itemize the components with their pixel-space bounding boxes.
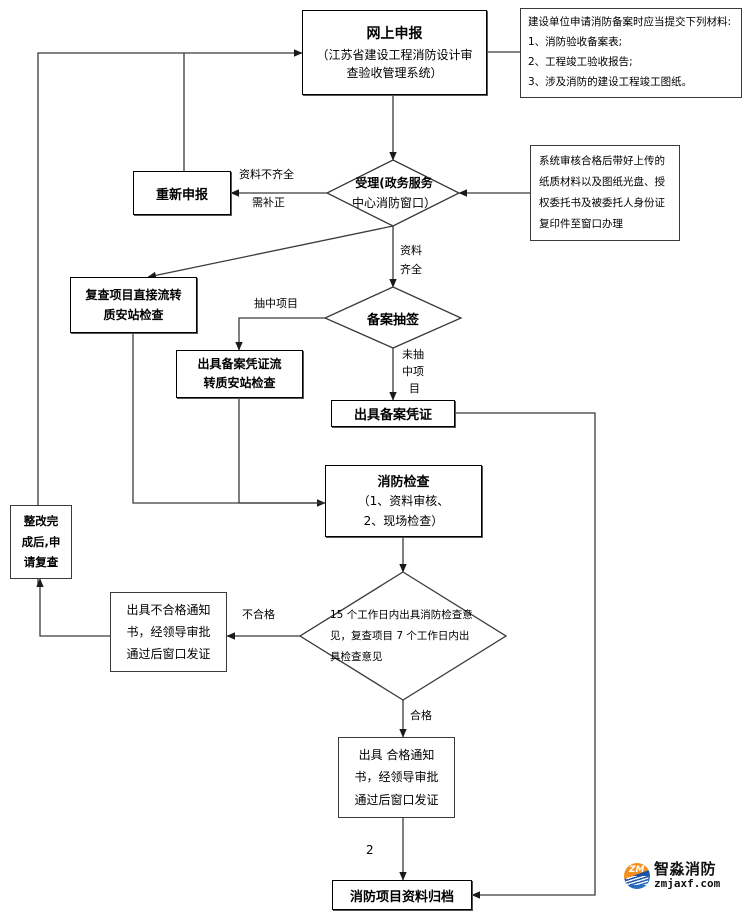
node-archive-label: 消防项目资料归档 [349,889,454,905]
decision-lottery-shape [323,286,463,349]
edge-label-not-selected-1: 未抽 [402,348,424,361]
note-materials-line-2: 1、消防验收备案表; [528,36,623,49]
node-reapply[interactable]: 重新申报 [133,171,231,215]
node-rectify-line-3: 请复查 [23,555,59,570]
node-online-apply[interactable]: 网上申报 （江苏省建设工程消防设计审 查验收管理系统） [302,10,487,95]
logo-text-group: 智淼消防 zmjaxf.com [654,860,721,890]
node-archive[interactable]: 消防项目资料归档 [332,880,472,910]
note-materials-line-1: 建设单位申请消防备案时应当提交下列材料: [528,16,732,29]
decision-accept-shape [325,159,461,227]
logo-company-name: 智淼消防 [654,860,717,878]
node-fail-notice-line-3: 通过后窗口发证 [126,647,211,662]
note-materials: 建设单位申请消防备案时应当提交下列材料: 1、消防验收备案表; 2、工程竣工验收… [520,8,742,98]
wire-fail-to-rectify [36,578,110,637]
edge-label-complete-1: 资料 [400,244,422,257]
node-online-apply-line-3: 查验收管理系统） [346,66,443,80]
node-fire-inspection-line-2: （1、资料审核、 [357,494,450,509]
note-window-line-2: 纸质材料以及图纸光盘、授 [539,176,665,188]
edge-label-selected: 抽中项目 [254,297,298,310]
logo-website-url: zmjaxf.com [654,876,721,890]
node-rectify-line-2: 成后,申 [21,534,61,549]
node-issue-cert-transfer-line-2: 转质安站检查 [203,376,276,390]
node-recheck-direct-line-1: 复查项目直接流转 [85,287,182,302]
node-reapply-label: 重新申报 [155,187,208,203]
node-recheck-direct[interactable]: 复查项目直接流转 质安站检查 [70,277,197,333]
node-issue-cert-transfer-line-1: 出具备案凭证流 [197,356,282,371]
node-rectify-recheck[interactable]: 整改完 成后,申 请复查 [10,505,72,579]
wire-cert-to-archive [455,412,596,899]
node-pass-notice[interactable]: 出具 合格通知 书，经领导审批 通过后窗口发证 [338,737,455,818]
node-online-apply-line-2: （江苏省建设工程消防设计审 [316,48,473,62]
node-fire-inspection[interactable]: 消防检查 （1、资料审核、 2、现场检查） [325,465,482,537]
edge-label-fail: 不合格 [242,608,275,621]
node-fire-inspection-line-3: 2、现场检查） [363,513,444,528]
logo-badge-icon: ZM [624,862,650,889]
watermark-logo: ZM 智淼消防 zmjaxf.com [624,860,721,890]
wire-transfer-to-inspection [238,398,325,504]
note-window-line-1: 系统审核合格后带好上传的 [539,155,665,167]
node-issue-cert-label: 出具备案凭证 [353,408,432,423]
node-fail-notice-line-2: 书，经领导审批 [126,624,211,639]
edge-label-pass: 合格 [410,709,432,722]
note-materials-line-4: 3、涉及消防的建设工程竣工图纸。 [528,75,693,88]
edge-label-incomplete-1: 资料不齐全 [239,168,294,181]
note-window-line-3: 权委托书及被委托人身份证 [539,197,665,209]
node-fail-notice-line-1: 出具不合格通知 [126,602,211,617]
node-fail-notice[interactable]: 出具不合格通知 书，经领导审批 通过后窗口发证 [110,592,227,672]
logo-badge-text: ZM [629,864,645,875]
edge-label-complete-2: 齐全 [400,263,422,276]
wire-left-return-to-apply [37,49,303,585]
node-issue-cert-transfer[interactable]: 出具备案凭证流 转质安站检查 [176,350,303,398]
decision-opinion-shape [298,571,508,701]
note-window-line-4: 复印件至窗口办理 [539,218,623,230]
node-rectify-line-1: 整改完 [23,513,59,528]
edge-label-not-selected-2: 中项 [402,365,424,378]
wire-accept-to-recheck-direct [147,225,394,279]
note-materials-line-3: 2、工程竣工验收报告; [528,56,633,68]
note-window: 系统审核合格后带好上传的 纸质材料以及图纸光盘、授 权委托书及被委托人身份证 复… [530,145,680,241]
node-pass-notice-line-2: 书，经领导审批 [354,770,439,785]
node-online-apply-line-1: 网上申报 [366,26,423,42]
edge-label-incomplete-2: 需补正 [252,196,285,209]
edge-label-not-selected-3: 目 [409,382,420,395]
node-pass-notice-line-1: 出具 合格通知 [358,748,435,763]
node-issue-cert[interactable]: 出具备案凭证 [331,400,455,427]
wire-lottery-to-transfer [235,317,325,351]
edge-label-marker-two: 2 [366,843,374,857]
node-pass-notice-line-3: 通过后窗口发证 [354,792,439,807]
node-fire-inspection-line-1: 消防检查 [377,475,430,491]
node-recheck-direct-line-2: 质安站检查 [103,308,164,322]
